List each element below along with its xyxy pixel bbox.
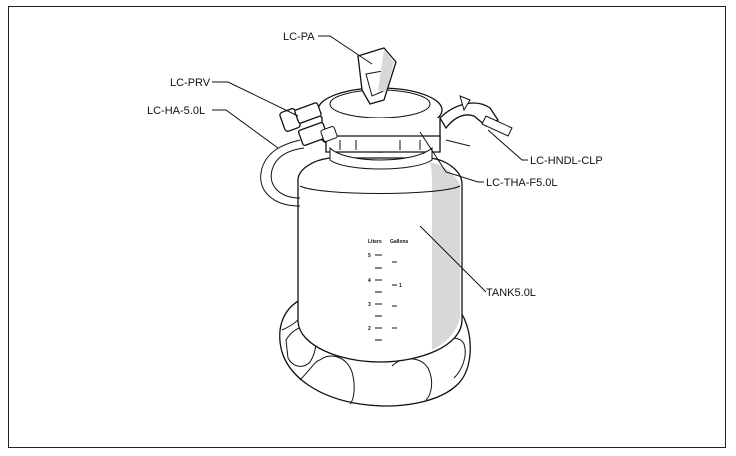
scale-liter-5: 5 xyxy=(368,253,371,259)
diagram-frame xyxy=(8,6,726,448)
callout-lines xyxy=(212,35,528,293)
scale-liter-2: 2 xyxy=(368,326,371,332)
pressure-adapter xyxy=(357,47,397,105)
callout-lc-hndl-clp: LC-HNDL-CLP xyxy=(530,155,603,167)
tank-scale: Liters Gallons 5 4 3 2 1 xyxy=(368,239,409,341)
callout-lc-pa: LC-PA xyxy=(283,31,315,43)
handle-clip xyxy=(439,95,513,147)
scale-liters-header: Liters xyxy=(368,239,382,245)
hose xyxy=(260,139,305,207)
scale-liter-3: 3 xyxy=(368,302,371,308)
tank-body xyxy=(297,157,463,363)
callout-lc-prv: LC-PRV xyxy=(170,77,211,89)
callout-lc-tha: LC-THA-F5.0L xyxy=(486,177,558,189)
scale-gallon-1: 1 xyxy=(399,283,402,289)
scale-liter-4: 4 xyxy=(368,278,371,284)
scale-gallons-header: Gallons xyxy=(390,239,409,245)
callout-tank: TANK5.0L xyxy=(486,287,536,299)
callout-lc-ha: LC-HA-5.0L xyxy=(147,105,205,117)
